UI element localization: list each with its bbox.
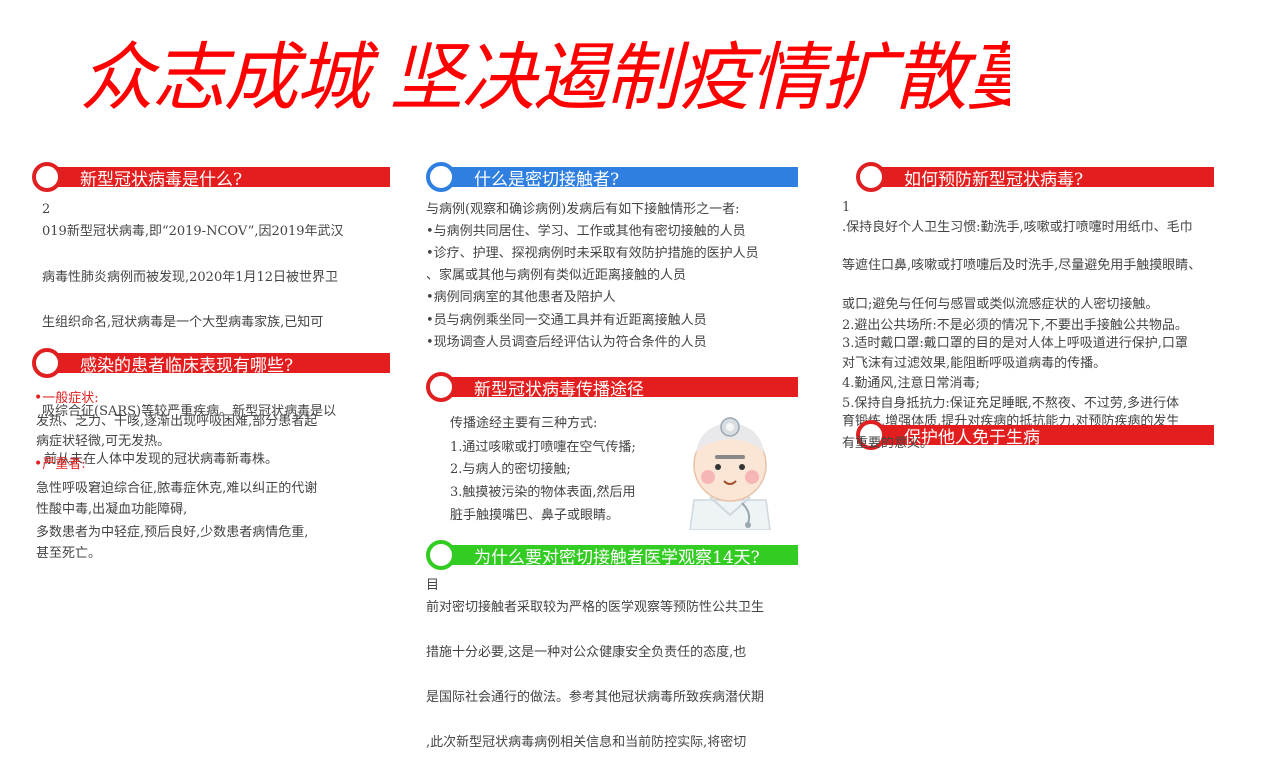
circle-icon — [32, 162, 62, 192]
section-header-what-is-virus: 新型冠状病毒是什么? — [32, 162, 390, 192]
text-line: 3.触摸被污染的物体表面,然后用 — [450, 485, 636, 500]
text-line: 病毒性肺炎病例而被发现,2020年1月12日被世界卫 — [42, 270, 339, 285]
text-line: •诊疗、护理、探视病例时未采取有效防护措施的医护人员 — [426, 246, 759, 261]
section-header-label: 如何预防新型冠状病毒? — [870, 167, 1214, 187]
text-line: 多数患者为中轻症,预后良好,少数患者病情危重, — [36, 525, 309, 540]
text-line: ,此次新型冠状病毒病例相关信息和当前防控实际,将密切 — [426, 735, 747, 750]
symptom-label-general: •一般症状: — [34, 390, 99, 407]
circle-icon — [856, 420, 886, 450]
section-header-prevention: 如何预防新型冠状病毒? — [856, 162, 1214, 192]
page-title: 众志成城 坚决遏制疫情扩散蔓延 — [80, 36, 1010, 120]
section-header-label: 为什么要对密切接触者医学观察14天? — [440, 545, 798, 565]
text-line: 生组织命名,冠状病毒是一个大型病毒家族,已知可 — [42, 315, 324, 330]
text-line: 前从未在人体中发现的冠状病毒新毒株。 — [44, 452, 279, 467]
text-line: 目 — [426, 578, 440, 593]
text-line: .保持良好个人卫生习惯:勤洗手,咳嗽或打喷嚏时用纸巾、毛巾 — [842, 220, 1193, 235]
text-line: •与病例共同居住、学习、工作或其他有密切接触的人员 — [426, 224, 746, 239]
text-line: 019新型冠状病毒,即“2019-NCOV”,因2019年武汉 — [42, 224, 344, 239]
section-header-transmission: 新型冠状病毒传播途径 — [426, 372, 798, 402]
symptom-label-text: 一般症状: — [42, 391, 99, 406]
symptom-label-text: 严重者: — [42, 457, 86, 472]
section-header-symptoms: 感染的患者临床表现有哪些? — [32, 348, 390, 378]
section-header-label: 什么是密切接触者? — [440, 167, 798, 187]
text-line: 2.避出公共场所:不是必须的情况下,不要出手接触公共物品。 — [842, 318, 1188, 333]
doctor-illustration — [689, 417, 771, 530]
text-line: 有重要的意义。 — [842, 436, 934, 451]
text-line: 传播途经主要有三种方式: — [450, 416, 598, 431]
section-header-label: 感染的患者临床表现有哪些? — [46, 353, 390, 373]
bullet-icon: • — [34, 456, 43, 472]
text-line: 病症状轻微,可无发热。 — [36, 434, 171, 449]
text-line: 5.保持自身抵抗力:保证充足睡眠,不熬夜、不过劳,多进行体 — [842, 396, 1180, 411]
text-line: •病例同病室的其他患者及陪护人 — [426, 290, 616, 305]
text-line: 发热、乏力、干咳,逐渐出现呼吸困难,部分患者起 — [36, 414, 318, 429]
text-line: 2 — [42, 202, 51, 217]
text-line: 性酸中毒,出凝血功能障碍, — [36, 502, 188, 517]
text-line: 前对密切接触者采取较为严格的医学观察等预防性公共卫生 — [426, 600, 765, 615]
text-line: 是国际社会通行的做法。参考其他冠状病毒所致疾病潜伏期 — [426, 690, 765, 705]
text-line: 对飞沫有过滤效果,能阻断呼吸道病毒的传播。 — [842, 356, 1107, 371]
circle-icon — [32, 348, 62, 378]
text-line: 3.适时戴口罩:戴口罩的目的是对人体上呼吸道进行保护,口罩 — [842, 336, 1188, 351]
bullet-icon: • — [34, 390, 43, 406]
section-header-label: 新型冠状病毒传播途径 — [440, 377, 798, 397]
text-line: 措施十分必要,这是一种对公众健康安全负责任的态度,也 — [426, 645, 747, 660]
text-line: 4.勤通风,注意日常消毒; — [842, 376, 980, 391]
text-line: 1.通过咳嗽或打喷嚏在空气传播; — [450, 440, 636, 455]
section-header-close-contact: 什么是密切接触者? — [426, 162, 798, 192]
text-line: 脏手触摸嘴巴、鼻子或眼睛。 — [450, 508, 620, 523]
text-line: 2.与病人的密切接触; — [450, 462, 571, 477]
text-line: 急性呼吸窘迫综合征,脓毒症休克,难以纠正的代谢 — [36, 481, 318, 496]
section-header-protect-others: 保护他人免于生病 — [856, 420, 1214, 450]
text-line: 或口;避免与任何与感冒或类似流感症状的人密切接触。 — [842, 297, 1159, 312]
text-line: •现场调查人员调查后经评估认为符合条件的人员 — [426, 335, 707, 350]
text-line: 、家属或其他与病例有类似近距离接触的人员 — [426, 268, 687, 283]
symptom-label-severe: •严重者: — [34, 456, 86, 473]
circle-icon — [426, 162, 456, 192]
section-header-label: 新型冠状病毒是什么? — [46, 167, 390, 187]
text-line: 等遮住口鼻,咳嗽或打喷嚏后及时洗手,尽量避免用手触摸眼睛、鼻 — [842, 258, 1202, 273]
text-line: 吸综合征(SARS)等较严重疾病。新型冠状病毒是以 — [42, 404, 337, 419]
text-line: 甚至死亡。 — [36, 546, 102, 561]
section-header-label: 保护他人免于生病 — [870, 425, 1214, 445]
text-line: 与病例(观察和确诊病例)发病后有如下接触情形之一者: — [426, 202, 740, 217]
section-header-observation: 为什么要对密切接触者医学观察14天? — [426, 540, 798, 570]
circle-icon — [426, 372, 456, 402]
text-line: 1 — [842, 200, 851, 215]
circle-icon — [426, 540, 456, 570]
text-line: •员与病例乘坐同一交通工具并有近距离接触人员 — [426, 313, 707, 328]
circle-icon — [856, 162, 886, 192]
